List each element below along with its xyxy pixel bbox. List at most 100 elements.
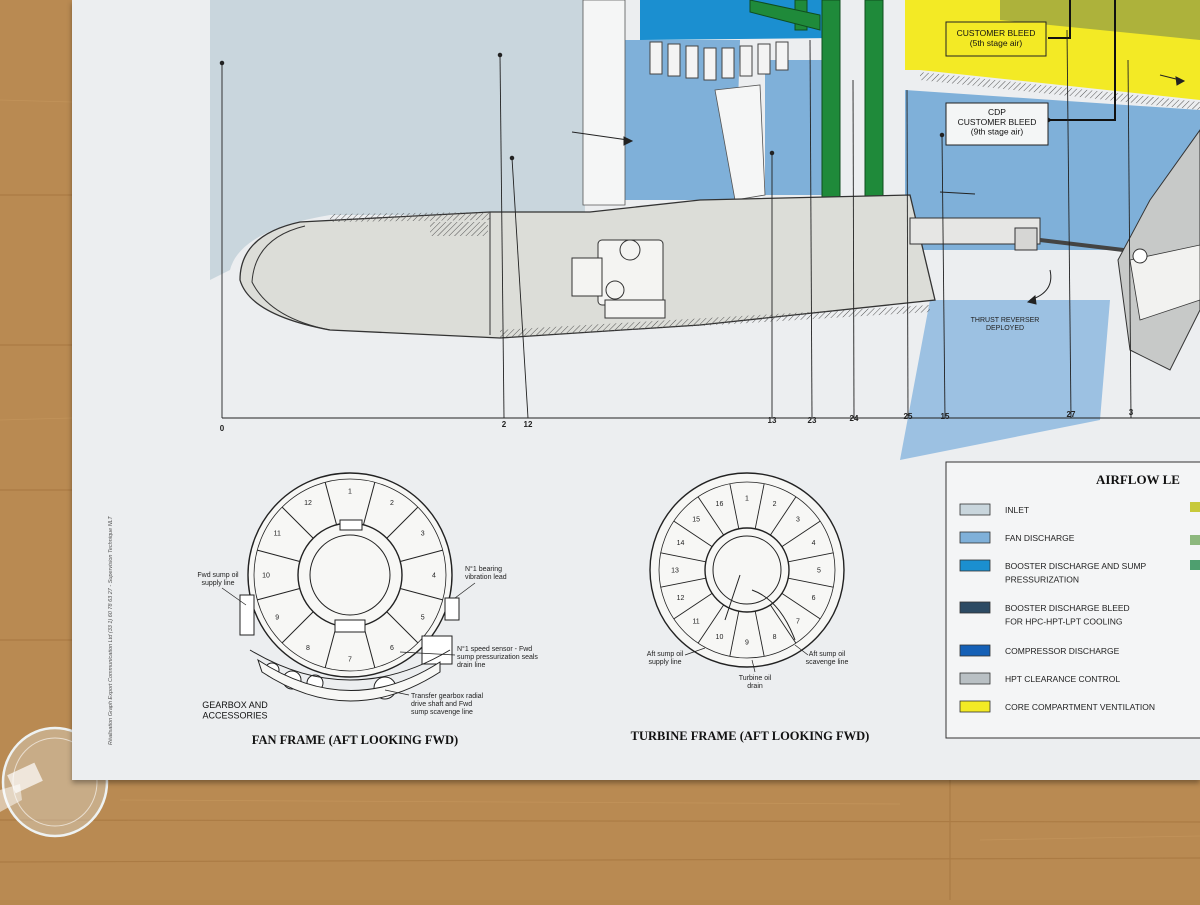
svg-text:25: 25 bbox=[904, 412, 913, 421]
turbine-frame-strut bbox=[769, 496, 797, 536]
airflow-legend: AIRFLOW LE INLET FAN DISCHARGE BOOSTER DIS… bbox=[945, 461, 1200, 739]
turbine-frame-strut-number: 4 bbox=[812, 540, 816, 547]
fan-frame-strut bbox=[257, 587, 300, 601]
turbine-frame-strut bbox=[673, 592, 713, 620]
turbine-frame-strut bbox=[781, 592, 821, 620]
station-leader-lines bbox=[219, 29, 1200, 419]
turbine-frame-strut-number: 5 bbox=[817, 568, 821, 575]
turbine-frame-strut-number: 7 bbox=[796, 618, 800, 625]
inlet-airflow bbox=[210, 0, 585, 280]
turbine-frame-strut bbox=[754, 611, 765, 657]
fan-frame-strut-number: 11 bbox=[274, 531, 281, 538]
turbine-frame-strut-number: 2 bbox=[773, 501, 777, 508]
turbine-frame-strut-number: 13 bbox=[671, 568, 679, 575]
turbine-frame-strut-number: 15 bbox=[692, 517, 700, 524]
fan-frame-strut-number: 5 bbox=[421, 615, 425, 622]
turbine-frame-strut bbox=[697, 496, 725, 536]
turbine-frame-strut bbox=[769, 604, 797, 644]
legend-label: CORE COMPARTMENT VENTILATION bbox=[1005, 702, 1155, 712]
turbine-frame-strut bbox=[697, 604, 725, 644]
legend-title: AIRFLOW LE bbox=[1096, 472, 1180, 487]
svg-text:13: 13 bbox=[768, 416, 777, 425]
svg-text:3: 3 bbox=[1129, 408, 1134, 417]
fan-frame-strut bbox=[257, 549, 300, 563]
turbine-frame-strut bbox=[788, 577, 834, 588]
legend-label: HPT CLEARANCE CONTROL bbox=[1005, 674, 1120, 684]
customer-bleed-label: CUSTOMER BLEED(5th stage air) bbox=[957, 28, 1036, 48]
legend-swatch bbox=[959, 601, 991, 614]
svg-text:2: 2 bbox=[502, 420, 507, 429]
thrust-reverser-airflow bbox=[900, 300, 1110, 460]
fan-frame-strut-number: 1 bbox=[348, 489, 352, 496]
turbine-frame-strut-number: 11 bbox=[692, 618, 699, 625]
fan-frame-strut bbox=[362, 482, 376, 525]
legend-swatch bbox=[959, 531, 991, 544]
turbine-frame-strut bbox=[729, 483, 740, 529]
turbine-frame-strut-number: 12 bbox=[677, 595, 685, 602]
legend-swatch bbox=[959, 559, 991, 572]
fan-frame-strut bbox=[281, 506, 314, 539]
legend-swatch bbox=[959, 700, 991, 713]
legend-swatch bbox=[959, 644, 991, 657]
turbine-frame-strut-number: 16 bbox=[716, 501, 724, 508]
legend-swatch bbox=[959, 672, 991, 685]
fan-frame-strut bbox=[281, 611, 314, 644]
legend-label: FAN DISCHARGE bbox=[1005, 533, 1075, 543]
fan-frame-strut bbox=[386, 611, 419, 644]
legend-label: INLET bbox=[1005, 505, 1029, 515]
legend-label: COMPRESSOR DISCHARGE bbox=[1005, 646, 1120, 656]
turbine-frame-strut-number: 1 bbox=[745, 496, 749, 503]
turbine-frame-strut-number: 3 bbox=[796, 517, 800, 524]
fan-frame-strut bbox=[400, 587, 443, 601]
fan-frame-strut-number: 12 bbox=[304, 500, 312, 507]
fan-frame-strut bbox=[324, 482, 338, 525]
svg-text:27: 27 bbox=[1067, 410, 1076, 419]
svg-text:0: 0 bbox=[220, 424, 225, 433]
turbine-frame-strut-number: 14 bbox=[677, 540, 685, 547]
fan-frame-strut-number: 9 bbox=[275, 615, 279, 622]
fan-frame-strut bbox=[386, 506, 419, 539]
svg-text:15: 15 bbox=[941, 412, 950, 421]
margin-credit: Réalisation Graph Export Communication L… bbox=[108, 516, 114, 745]
turbine-frame-strut bbox=[729, 611, 740, 657]
turbine-frame-strut-number: 10 bbox=[716, 634, 724, 641]
turbine-frame-strut-number: 6 bbox=[812, 595, 816, 602]
turbine-frame-strut-number: 9 bbox=[745, 640, 749, 647]
accessory-gearbox bbox=[571, 239, 666, 319]
turbine-frame-strut bbox=[660, 577, 706, 588]
legend-swatch bbox=[959, 503, 991, 516]
fan-frame-strut-number: 10 bbox=[262, 573, 270, 580]
turbine-frame-strut-number: 8 bbox=[773, 634, 777, 641]
fan-frame-strut-number: 2 bbox=[390, 500, 394, 507]
svg-text:12: 12 bbox=[524, 420, 533, 429]
turbine-frame-strut bbox=[660, 552, 706, 563]
turbine-frame-strut bbox=[788, 552, 834, 563]
fan-frame-strut-number: 6 bbox=[390, 645, 394, 652]
turbine-frame-strut bbox=[754, 483, 765, 529]
turbine-frame-title: TURBINE FRAME (AFT LOOKING FWD) bbox=[631, 729, 870, 743]
station-numbers: 0 2 12 13 23 24 25 15 27 3 bbox=[220, 408, 1134, 433]
turbine-frame-strut bbox=[673, 520, 713, 548]
fan-frame-strut bbox=[400, 549, 443, 563]
fan-frame-strut-number: 7 bbox=[348, 657, 352, 664]
fan-frame-strut-number: 8 bbox=[306, 645, 310, 652]
fan-frame-strut-number: 4 bbox=[432, 573, 436, 580]
turbine-frame-strut bbox=[781, 520, 821, 548]
svg-text:24: 24 bbox=[850, 414, 859, 423]
fan-frame-strut-number: 3 bbox=[421, 531, 425, 538]
